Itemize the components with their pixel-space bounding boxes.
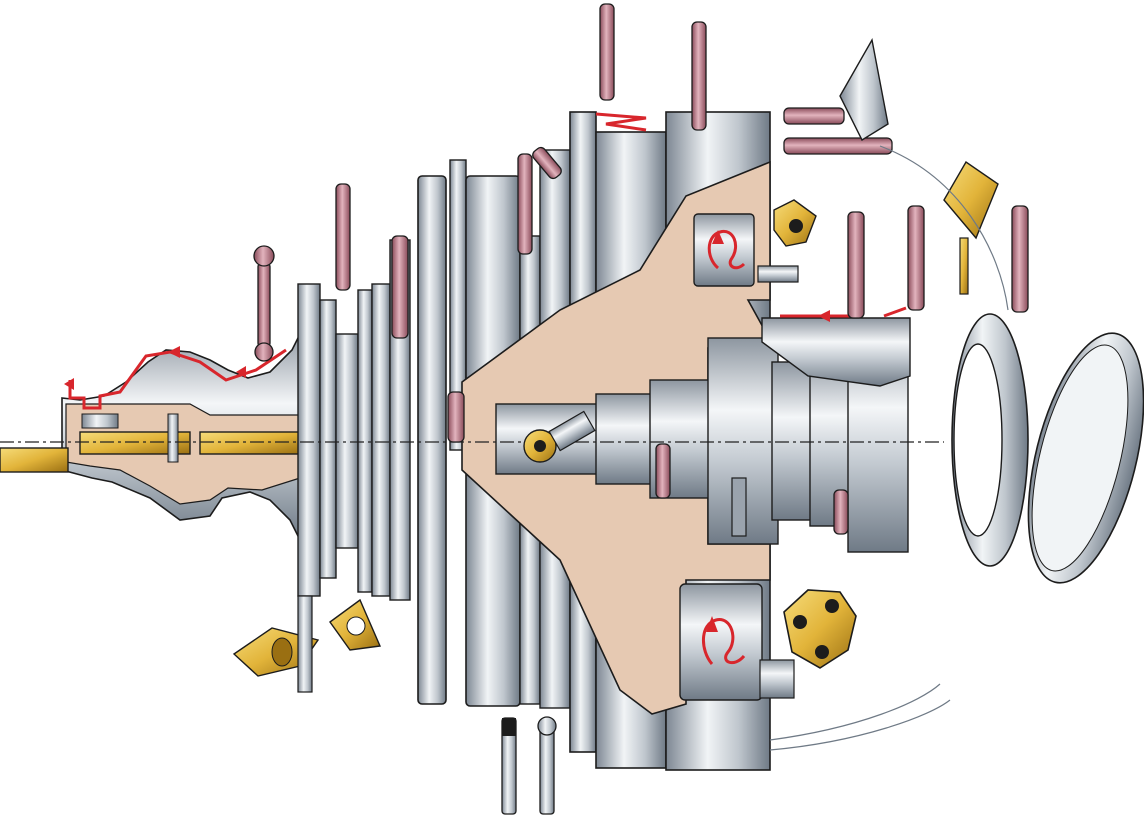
- ring-workpiece: [951, 313, 1029, 567]
- thread-bore-lower: [679, 583, 763, 701]
- facing-toolpath: [780, 306, 907, 318]
- spiral-arrow-icon: [707, 229, 746, 270]
- grooving-blade: [391, 235, 409, 339]
- disc-workpiece: [1027, 332, 1144, 584]
- parting-blade-top: [839, 38, 889, 141]
- feed-arrow-icon: [706, 616, 718, 632]
- grooving-blade: [847, 211, 865, 319]
- gold-insert: [943, 160, 999, 295]
- grooving-blade: [691, 21, 707, 131]
- feed-arrow-icon: [818, 310, 830, 322]
- feed-arrow-icon: [712, 230, 724, 244]
- profiling-tool: [253, 245, 275, 362]
- grooving-blade: [599, 3, 615, 101]
- spiral-arrow-icon: [702, 618, 746, 665]
- indexable-cutter: [759, 589, 857, 699]
- boring-bar-left: [0, 413, 301, 473]
- grooving-blade-horizontal: [783, 107, 893, 155]
- grooving-holder-angled: [532, 146, 562, 180]
- coolant-line: [769, 699, 951, 751]
- contour-toolpath: [68, 348, 287, 410]
- grooving-blade: [537, 716, 557, 815]
- feed-arrow-icon: [236, 366, 246, 378]
- zigzag-arrow-icon: [595, 112, 647, 132]
- gold-insert: [329, 598, 382, 651]
- thread-bore-upper: [693, 213, 755, 287]
- grooving-blade: [907, 205, 925, 311]
- grooving-blade: [655, 443, 671, 499]
- internal-bore-shaft: [495, 317, 911, 553]
- grooving-blade: [517, 153, 533, 255]
- gold-insert: [757, 199, 817, 283]
- grooving-blade: [447, 391, 465, 443]
- gold-insert: [232, 595, 320, 693]
- feed-arrow-icon: [64, 378, 74, 390]
- grooving-blade: [501, 717, 517, 815]
- coolant-line: [879, 145, 1009, 311]
- grooving-blade: [335, 183, 351, 291]
- grooving-blade: [1011, 205, 1029, 313]
- boring-insert-center: [523, 410, 596, 463]
- feed-arrow-icon: [168, 346, 180, 358]
- grooving-blade: [833, 489, 849, 535]
- coolant-line: [769, 683, 941, 741]
